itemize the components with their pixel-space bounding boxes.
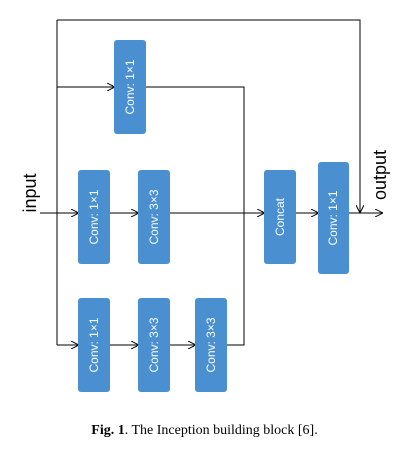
input-label: input — [20, 173, 40, 212]
block-out-conv1x1: Conv: 1×1 — [318, 162, 349, 274]
block-label: Conv: 3×3 — [147, 317, 161, 372]
block-label: Concat — [273, 197, 287, 236]
connectors — [40, 19, 382, 346]
block-mid-conv3x3: Conv: 3×3 — [138, 170, 170, 264]
figure-number: Fig. 1 — [91, 423, 125, 438]
block-label: Conv: 1×1 — [123, 59, 137, 114]
figure-caption: Fig. 1. The Inception building block [6]… — [0, 423, 409, 439]
block-label: Conv: 3×3 — [204, 317, 218, 372]
inception-block-diagram: Conv: 1×1 Conv: 1×1 Conv: 3×3 Conv: 1×1 … — [20, 19, 390, 392]
caption-text: . The Inception building block [6]. — [124, 423, 318, 438]
block-mid-conv1x1: Conv: 1×1 — [78, 170, 110, 264]
block-bot-conv3x3-a: Conv: 3×3 — [138, 298, 170, 392]
block-label: Conv: 3×3 — [147, 189, 161, 244]
block-label: Conv: 1×1 — [87, 317, 101, 372]
block-concat: Concat — [264, 170, 296, 264]
skip-connection-line — [57, 19, 360, 212]
block-top-conv1x1: Conv: 1×1 — [114, 40, 146, 134]
block-label: Conv: 1×1 — [87, 189, 101, 244]
block-bot-conv3x3-b: Conv: 3×3 — [195, 298, 227, 392]
bot-branch-out-line — [227, 212, 245, 346]
top-branch-out-line — [146, 86, 245, 212]
block-label: Conv: 1×1 — [326, 190, 340, 245]
output-label: output — [370, 150, 390, 200]
block-bot-conv1x1: Conv: 1×1 — [78, 298, 110, 392]
